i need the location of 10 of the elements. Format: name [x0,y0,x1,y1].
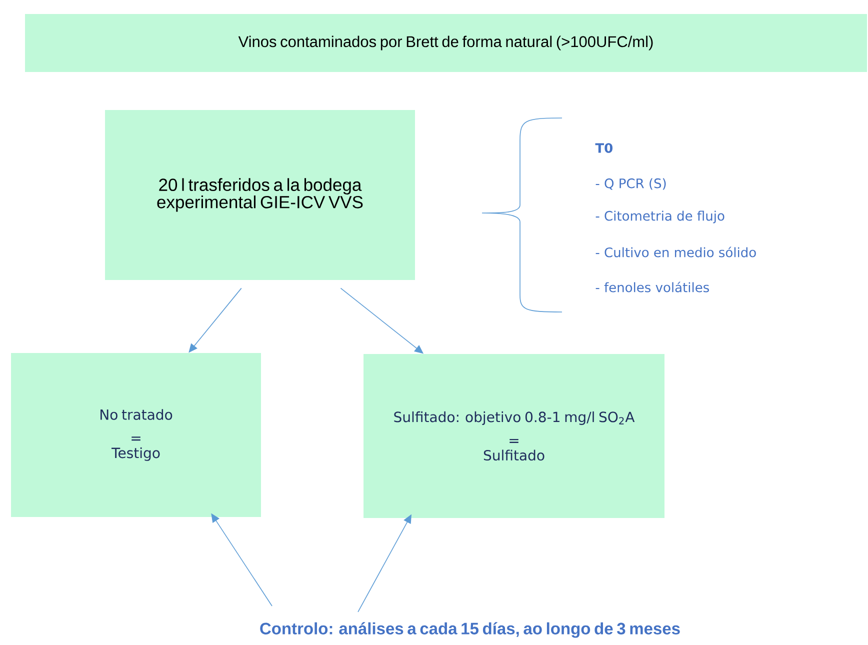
list-item: - fenoles volátiles [596,282,709,292]
title-box: Vinos contaminados por Brett de forma natural (>100UFC/ml) [25,14,867,72]
list-item: - Citometria de flujo [596,210,724,224]
process-box: Sulfitado: objetivo 0.8-1 mg/l SO$_{2}$A = Sulfitado [364,354,664,518]
list-item: - Cultivo en medio sólido [596,246,756,258]
list-heading: T0 [595,143,612,153]
process-box: 20 l trasferidos a la bodega experimental GIE-ICV VVS [105,110,415,280]
list-item: - Q PCR (S) [596,178,666,190]
note-text: Controlo: análises a cada 15 días, ao longo de 3 meses [260,622,680,638]
process-box: No tratado = Testigo [11,352,261,517]
